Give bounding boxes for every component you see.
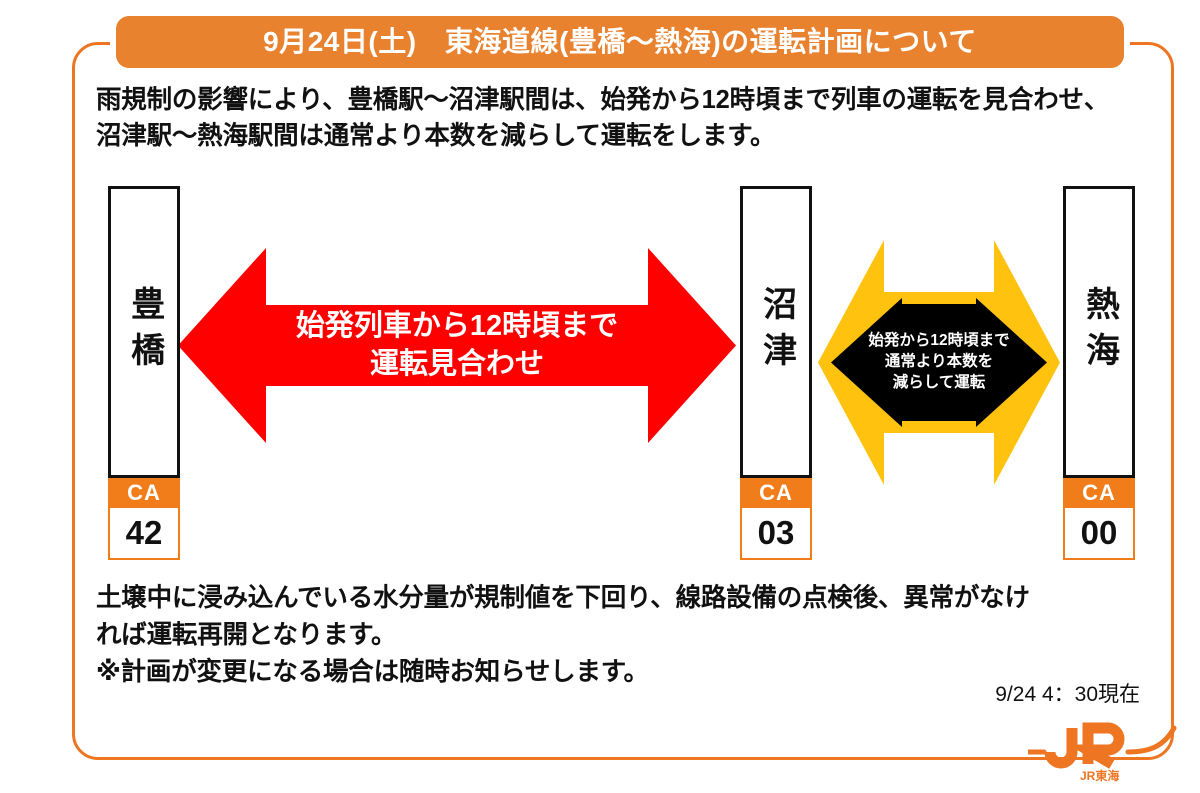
jr-logo-icon: JR東海 xyxy=(1028,722,1177,783)
intro-paragraph: 雨規制の影響により、豊橋駅～沼津駅間は、始発から12時頃まで列車の運転を見合わせ… xyxy=(96,82,1156,154)
suspension-arrow-line-2: 運転見合わせ xyxy=(369,347,544,380)
intro-line-2: 沼津駅～熱海駅間は通常より本数を減らして運転をします。 xyxy=(96,122,776,151)
jr-logo-company: JR東海 xyxy=(1080,768,1119,783)
station-atami: 熱海 CA 00 xyxy=(1063,186,1135,560)
suspension-arrow: 始発列車から12時頃まで 運転見合わせ xyxy=(178,243,736,448)
station-name: 熱海 xyxy=(1080,286,1119,378)
intro-line-1: 雨規制の影響により、豊橋駅～沼津駅間は、始発から12時頃まで列車の運転を見合わせ… xyxy=(96,86,1110,114)
reduced-service-arrow-line-2: 通常より本数を xyxy=(884,353,994,371)
station-name-box: 沼津 xyxy=(740,186,812,478)
reduced-service-arrow-line-1: 始発から12時頃まで xyxy=(868,332,1010,350)
title-banner: 9月24日(土) 東海道線(豊橋～熱海)の運転計画について xyxy=(116,16,1124,68)
reduced-service-arrow-shape xyxy=(818,240,1060,485)
station-line-code: CA xyxy=(108,478,180,508)
station-name: 豊橋 xyxy=(125,286,164,378)
reduced-service-arrow-line-3: 減らして運転 xyxy=(892,373,986,391)
station-toyohashi: 豊橋 CA 42 xyxy=(108,186,180,560)
reduced-service-arrow: 始発から12時頃まで 通常より本数を 減らして運転 xyxy=(818,240,1060,485)
station-numazu: 沼津 CA 03 xyxy=(740,186,812,560)
station-number: 03 xyxy=(740,508,812,560)
footer-paragraph: 土壌中に浸み込んでいる水分量が規制値を下回り、線路設備の点検後、異常がなけ れば… xyxy=(96,580,1156,691)
station-line-code: CA xyxy=(1063,478,1135,508)
suspension-arrow-label: 始発列車から12時頃まで 運転見合わせ xyxy=(178,243,736,448)
station-line-code: CA xyxy=(740,478,812,508)
footer-line-2: れば運転再開となります。 xyxy=(96,620,397,649)
jr-central-logo: JR東海 xyxy=(1028,722,1188,784)
station-name-box: 熱海 xyxy=(1063,186,1135,478)
footer-line-1: 土壌中に浸み込んでいる水分量が規制値を下回り、線路設備の点検後、異常がなけ xyxy=(96,584,1030,612)
station-name: 沼津 xyxy=(757,286,796,378)
footer-line-3: ※計画が変更になる場合は随時お知らせします。 xyxy=(96,657,649,686)
timestamp: 9/24 4：30現在 xyxy=(995,683,1140,706)
reduced-service-arrow-label: 始発から12時頃まで 通常より本数を 減らして運転 xyxy=(818,240,1060,485)
station-number: 42 xyxy=(108,508,180,560)
page-title: 9月24日(土) 東海道線(豊橋～熱海)の運転計画について xyxy=(263,26,977,57)
station-number: 00 xyxy=(1063,508,1135,560)
station-name-box: 豊橋 xyxy=(108,186,180,478)
suspension-arrow-line-1: 始発列車から12時頃まで xyxy=(295,310,619,343)
suspension-arrow-shape xyxy=(178,248,736,443)
